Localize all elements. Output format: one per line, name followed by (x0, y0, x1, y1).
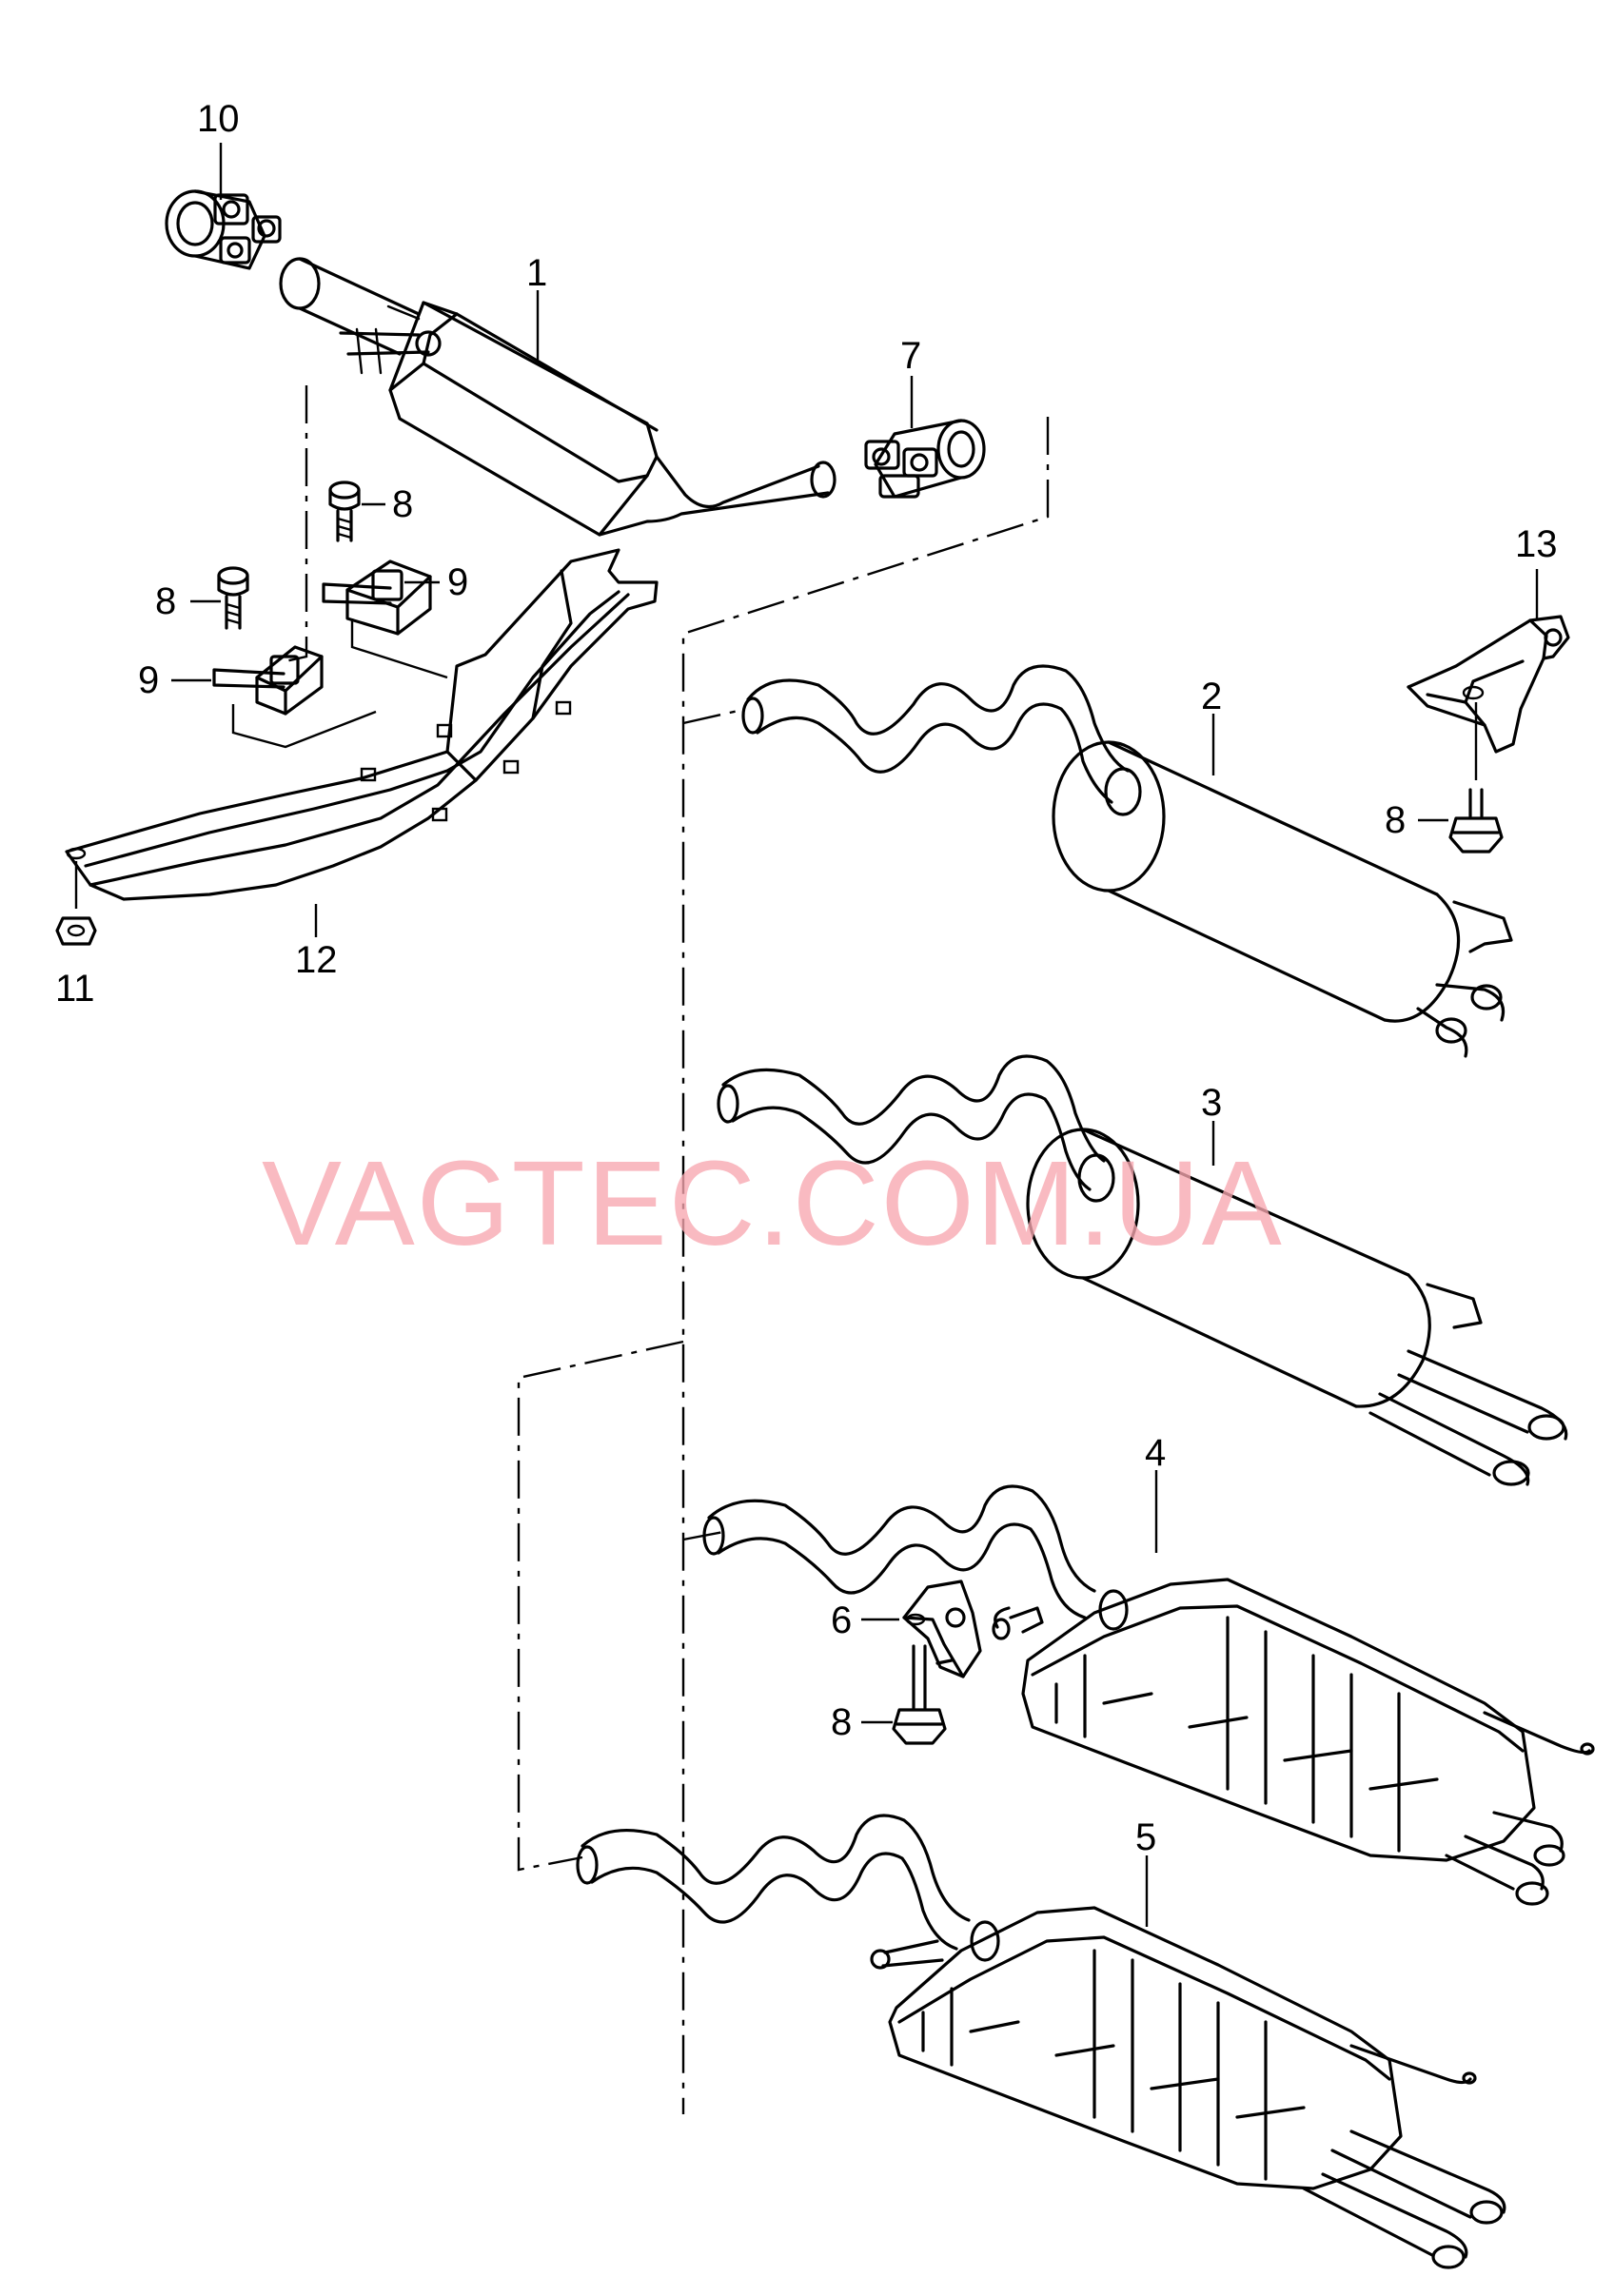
part-4-rear-silencer (702, 1484, 1595, 1906)
part-8-bolt-upper (328, 481, 361, 542)
callout-13: 13 (1515, 523, 1558, 565)
part-1-front-silencer (279, 257, 837, 537)
leader-lines (171, 143, 1539, 1927)
part-11-nut (55, 916, 97, 946)
callout-9-upper: 9 (447, 561, 468, 603)
callout-1: 1 (526, 252, 547, 294)
part-12-heat-shield (65, 548, 659, 909)
part-3-rear-silencer (717, 1054, 1568, 1486)
callout-6: 6 (831, 1599, 852, 1641)
part-7-clamp (864, 419, 986, 499)
part-8-bolt-left (217, 566, 249, 630)
callout-3: 3 (1201, 1082, 1222, 1124)
callout-4: 4 (1145, 1432, 1166, 1474)
part-13-bracket (1407, 615, 1570, 780)
callout-2: 2 (1201, 676, 1222, 717)
callout-7: 7 (900, 335, 921, 377)
callout-9-lower: 9 (138, 659, 159, 701)
callout-8-upper: 8 (392, 483, 413, 525)
part-8-bolt-bottom (892, 1644, 947, 1745)
part-9-hanger-upper (322, 559, 448, 679)
part-10-clamp (165, 189, 282, 270)
callout-8-left: 8 (155, 580, 176, 622)
watermark: VAGTEC.COM.UA (262, 1136, 1284, 1270)
part-8-bolt-right (1448, 788, 1504, 854)
callout-12: 12 (295, 939, 338, 981)
part-2-rear-silencer (741, 664, 1513, 1058)
callout-8-bottom: 8 (831, 1701, 852, 1743)
callout-labels: 10 1 7 8 9 8 9 13 2 8 12 11 3 4 6 8 5 (55, 98, 1558, 1858)
part-6-bracket (902, 1580, 982, 1678)
part-5-rear-silencer (576, 1814, 1506, 2269)
callout-10: 10 (197, 98, 240, 140)
callout-11: 11 (55, 968, 95, 1010)
callout-8-right: 8 (1385, 799, 1406, 841)
part-9-hanger-lower (212, 645, 377, 749)
callout-5: 5 (1135, 1816, 1156, 1858)
